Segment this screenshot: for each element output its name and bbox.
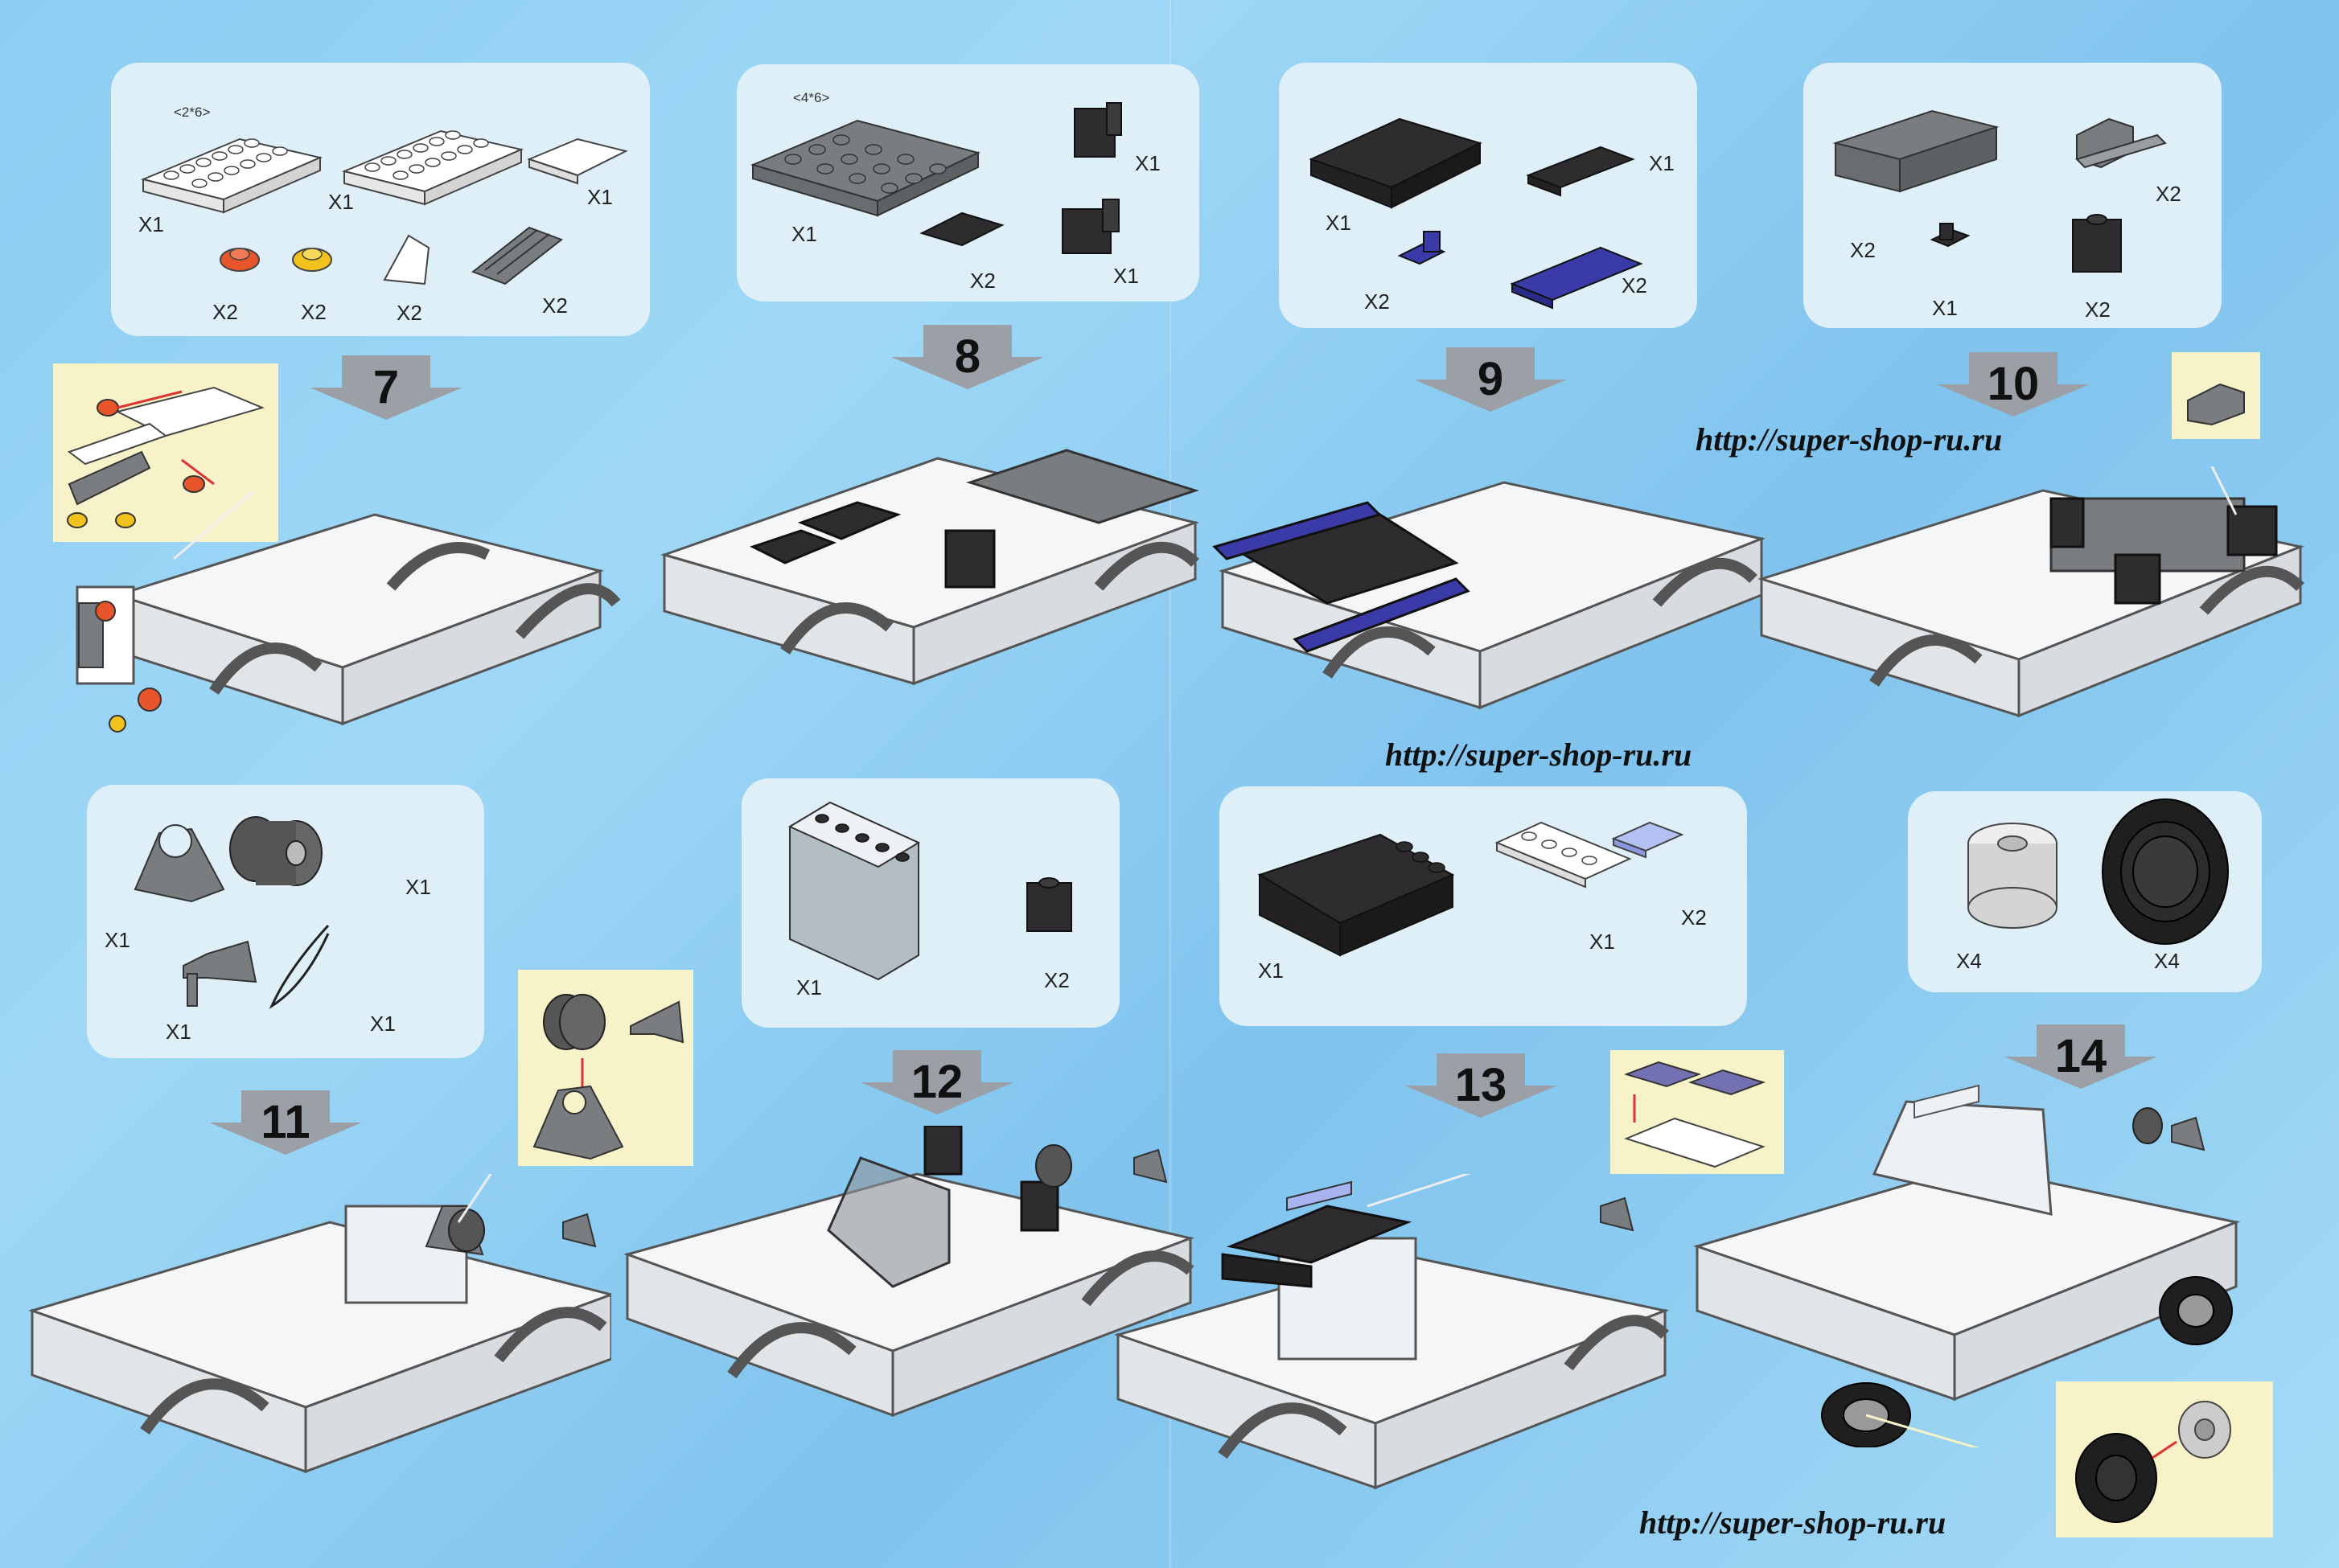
parts-panel-step-14: X4 X4: [1908, 791, 2262, 992]
step-number-14: 14: [2004, 1024, 2157, 1089]
step-arrow: [1937, 352, 2090, 417]
callout-illustration: [1623, 1061, 1766, 1168]
parts-illustration: [1257, 821, 1684, 957]
model-step-11: [24, 1174, 611, 1496]
parts-illustration: [1309, 117, 1643, 310]
model-step-8: [648, 434, 1211, 700]
step-number-13: 13: [1404, 1053, 1557, 1118]
car-final-illustration: [1693, 1084, 2241, 1447]
part-qty: X1: [1589, 930, 1615, 954]
part-qty: X2: [1622, 273, 1647, 298]
parts-illustration: [140, 129, 628, 285]
parts-illustration: [787, 801, 1072, 981]
parts-illustration: [750, 102, 1122, 254]
part-qty: X1: [1258, 958, 1284, 983]
model-step-10: [1753, 466, 2316, 732]
step-arrow: [209, 1090, 362, 1155]
part-qty: X2: [970, 269, 996, 293]
watermark-url: http://super-shop-ru.ru: [1385, 737, 1692, 773]
parts-illustration: [134, 816, 330, 1009]
parts-illustration: [1967, 798, 2229, 945]
car-chassis-illustration: [1757, 466, 2305, 718]
watermark-url: http://super-shop-ru.ru: [1696, 421, 2003, 458]
dimension-label: <4*6>: [793, 90, 830, 105]
step-arrow: [861, 1050, 1013, 1114]
step-number-8: 8: [891, 325, 1044, 389]
callout-illustration: [2075, 1401, 2231, 1523]
parts-panel-step-7: <2*6> X1 X1 X1 X2 X2 X2 X2: [111, 63, 650, 336]
car-chassis-illustration: [623, 1126, 1195, 1418]
step-arrow: [1404, 1053, 1557, 1118]
callout-inset-step-14: [2056, 1381, 2273, 1537]
car-chassis-illustration: [1114, 1174, 1670, 1490]
step-number-10: 10: [1937, 352, 2090, 417]
parts-panel-step-11: X1 X1 X1 X1: [87, 785, 484, 1058]
model-step-12: [619, 1126, 1198, 1463]
part-qty: X1: [1113, 264, 1139, 288]
car-chassis-illustration: [76, 489, 621, 733]
callout-inset-step-11: [518, 970, 693, 1166]
parts-panel-step-8: <4*6> X1 X1 X2 X1: [737, 64, 1199, 302]
part-qty: X1: [796, 975, 822, 999]
parts-panel-step-9: X1 X1 X2 X2: [1279, 63, 1697, 328]
callout-illustration: [67, 386, 265, 528]
part-qty: X2: [301, 300, 327, 324]
callout-inset-step-13: [1610, 1050, 1784, 1174]
callout-illustration: [2187, 383, 2245, 426]
step-number-9: 9: [1414, 347, 1567, 412]
step-arrow: [891, 325, 1044, 389]
model-step-7: [69, 482, 632, 748]
model-step-14: [1689, 1077, 2252, 1447]
parts-panel-step-12: X1 X2: [742, 778, 1120, 1028]
part-qty: X2: [542, 293, 568, 318]
step-number-11: 11: [209, 1090, 362, 1155]
part-qty: X1: [1649, 151, 1675, 175]
callout-illustration: [532, 994, 684, 1160]
car-chassis-illustration: [1212, 481, 1766, 710]
part-qty: X2: [1681, 905, 1707, 930]
step-number-7: 7: [310, 355, 462, 420]
step-arrow: [310, 355, 462, 420]
part-qty: X2: [2156, 182, 2181, 206]
car-chassis-illustration: [28, 1174, 611, 1474]
part-qty: X2: [1850, 238, 1876, 262]
part-qty: X1: [166, 1020, 191, 1044]
part-qty: X1: [1135, 151, 1161, 175]
part-qty: X1: [138, 212, 164, 236]
part-qty: X1: [1326, 211, 1351, 235]
car-chassis-illustration: [660, 449, 1200, 686]
dimension-label: <2*6>: [174, 105, 211, 120]
step-arrow: [1414, 347, 1567, 412]
step-arrow: [2004, 1024, 2157, 1089]
part-qty: X1: [328, 190, 354, 214]
callout-inset-step-10: [2172, 352, 2260, 439]
part-qty: X2: [2085, 298, 2111, 322]
parts-panel-step-13: X1 X1 X2: [1219, 786, 1747, 1026]
callout-inset-step-7: [53, 363, 278, 542]
step-number-12: 12: [861, 1050, 1013, 1114]
part-qty: X1: [405, 875, 431, 899]
part-qty: X2: [397, 301, 422, 325]
page-fold: [1168, 0, 1173, 1568]
part-qty: X1: [791, 222, 817, 246]
watermark-url: http://super-shop-ru.ru: [1639, 1504, 1946, 1541]
part-qty: X4: [2154, 949, 2180, 973]
model-step-13: [1110, 1174, 1673, 1520]
parts-illustration: [1832, 109, 2167, 273]
model-step-9: [1206, 458, 1770, 724]
part-qty: X1: [1932, 296, 1958, 320]
part-qty: X1: [105, 928, 130, 952]
part-qty: X1: [370, 1012, 396, 1036]
part-qty: X4: [1956, 949, 1982, 973]
part-qty: X2: [1044, 968, 1070, 992]
part-qty: X1: [587, 185, 613, 209]
part-qty: X2: [1364, 289, 1390, 314]
parts-panel-step-10: X2 X2 X1 X2: [1803, 63, 2222, 328]
part-qty: X2: [212, 300, 238, 324]
